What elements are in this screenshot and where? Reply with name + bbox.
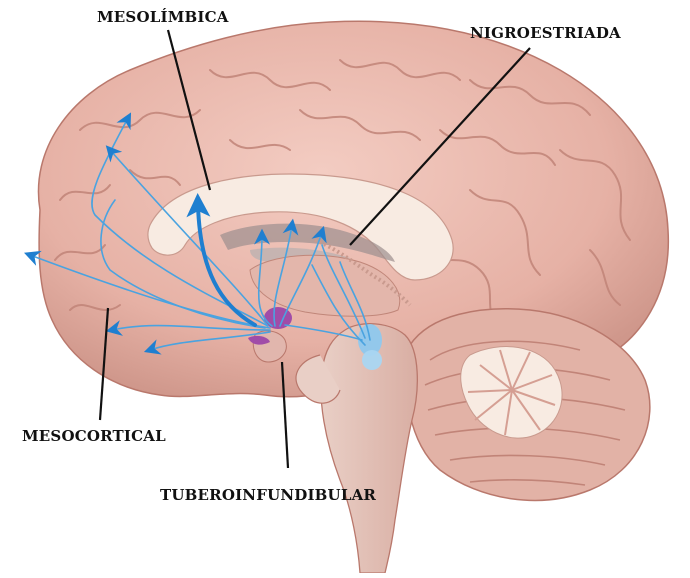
label-mesocortical: MESOCORTICAL [22, 427, 166, 445]
label-mesolimbica: MESOLÍMBICA [97, 8, 229, 26]
ventral-tegmental-area [362, 350, 382, 370]
label-tuberoinfundibular: TUBEROINFUNDIBULAR [160, 486, 376, 504]
label-nigroestriada: NIGROESTRIADA [470, 24, 621, 42]
pituitary [253, 331, 286, 362]
